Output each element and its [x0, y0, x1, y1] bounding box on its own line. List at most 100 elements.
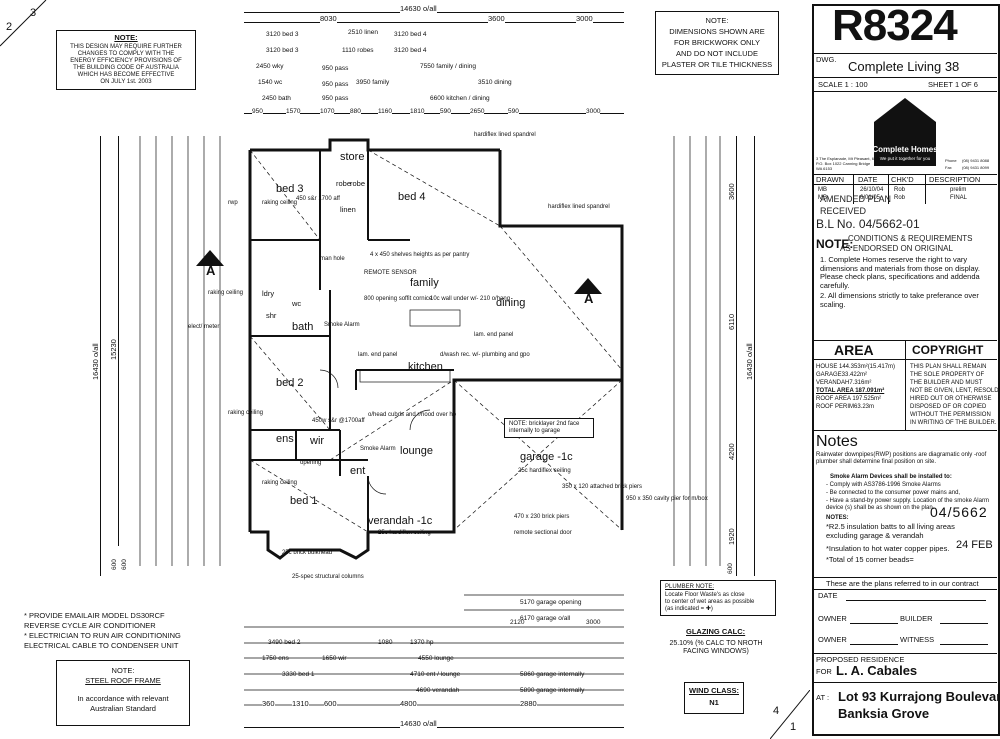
dim-bottom-row: 5170 garage opening: [520, 599, 582, 606]
copyright-line: NOT BE GIVEN, LENT, RESOLD: [910, 388, 999, 394]
dim-top-row: 3120 bed 3: [266, 31, 299, 38]
roof-frame-note: NOTE: STEEL ROOF FRAME In accordance wit…: [56, 660, 190, 726]
bottom-dim-lines: [244, 594, 624, 706]
plan-annotation: Smoke Alarm: [360, 446, 396, 452]
dwg-label: DWG.: [816, 55, 837, 64]
amended-stamp: RECEIVED: [820, 206, 867, 216]
dim-bottom-row: 2120: [510, 619, 525, 626]
plan-annotation: d/wash rec. w/- plumbing and gpo: [440, 352, 530, 358]
drawing-number: R8324: [832, 1, 958, 50]
rev-date: 6/01/05: [860, 195, 881, 201]
copyright-line: THE SOLE PROPERTY OF: [910, 372, 985, 378]
room-label: bed 1: [290, 495, 318, 507]
dim-bottom: 360: [262, 699, 275, 708]
dim-bottom-row: 1070: [320, 108, 335, 116]
rev-header: DATE: [858, 175, 878, 184]
note-item: 1. Complete Homes reserve the right to v…: [820, 255, 980, 290]
insulation-note: *R2.5 insulation batts to all living are…: [826, 522, 955, 540]
drawing-name: Complete Living 38: [848, 59, 960, 74]
dim-bottom-row: 4550 lounge: [418, 655, 454, 662]
witness-label: WITNESS: [900, 635, 935, 644]
plan-annotation: 25c hardiflex ceiling: [378, 530, 431, 536]
plan-annotation: 4 x 450 shelves heights as per pantry: [370, 252, 470, 258]
dim-bottom-row: 1370 hp: [410, 639, 434, 646]
rev-drawn: MB: [818, 195, 827, 201]
dim-top-row: 7550 family / dining: [420, 63, 477, 70]
plan-annotation: raking ceiling: [228, 410, 264, 416]
left-dim-lines: [139, 136, 221, 566]
date-label: DATE: [818, 591, 838, 600]
copyright-title: COPYRIGHT: [912, 343, 984, 357]
room-label: robe: [350, 179, 366, 188]
note-line: WHICH HAS BECOME EFFECTIVE: [77, 72, 175, 78]
room-label: garage -1c: [520, 451, 573, 463]
plan-annotation: raking ceiling: [262, 480, 298, 486]
plan-annotation: raking ceiling: [262, 200, 298, 206]
note-line: DIMENSIONS SHOWN ARE: [669, 27, 765, 36]
dim-bottom-row: 2650: [470, 108, 485, 116]
note-line: In accordance with relevant: [77, 694, 169, 703]
amended-stamp: AMENDED PLAN: [820, 194, 892, 204]
dim-bottom: 600: [324, 699, 337, 708]
plan-annotation: hardiflex lined spandrel: [548, 204, 610, 210]
plan-annotation: 25c hardiflex ceiling: [518, 468, 571, 474]
note-title: NOTE:: [114, 33, 138, 42]
company-address: WA 6153: [816, 166, 833, 171]
fax-label: Fax: [945, 165, 952, 170]
copyright-line: THIS PLAN SHALL REMAIN: [910, 364, 987, 370]
company-name: Complete Homes: [872, 145, 938, 154]
note-line: Australian Standard: [90, 704, 156, 713]
aircon-note: REVERSE CYCLE AIR CONDITIONER: [24, 621, 156, 630]
title-block: [812, 4, 1000, 736]
plan-annotation: 950 x 350 cavity pier for m/box: [626, 496, 708, 502]
dim-top: 3600: [488, 14, 505, 23]
company-address: P.O. Box 1022 Canning Bridge: [816, 161, 871, 166]
section-arrow-right: [574, 278, 602, 294]
company-address: 3 The Esplanade, Mt Pleasant, 6153: [816, 156, 881, 161]
dim-bottom-row: 3330 bed 1: [282, 671, 315, 678]
dim-top-row: 950 pass: [322, 95, 349, 102]
note-line: FOR BRICKWORK ONLY: [673, 38, 761, 47]
plan-annotation: 25-spec structural columns: [292, 574, 364, 580]
plan-annotation: lam. end panel: [474, 332, 514, 338]
fax: (08) 9431 8099: [962, 165, 990, 170]
dim-bottom-row: 5890 garage internally: [520, 687, 585, 694]
builder-label: BUILDER: [900, 614, 933, 623]
copyright-line: WITHOUT THE PERMISSION: [910, 412, 991, 418]
plan-annotation: 470 x 230 brick piers: [514, 514, 570, 520]
dim-bottom-row: 1160: [378, 108, 392, 116]
copyright-line: HIRED OUT OR OTHERWISE: [910, 396, 992, 402]
note-title: NOTE:: [111, 666, 135, 675]
dim-top-row: 1540 wc: [258, 79, 283, 86]
plan-annotation: 350 x 120 attached brick piers: [562, 484, 643, 490]
note-line: NOTE: bricklayer 2nd face internally to …: [509, 421, 580, 434]
note-line: THIS DESIGN MAY REQUIRE FURTHER: [70, 44, 182, 50]
note-line: PLASTER OR TILE THICKNESS: [661, 60, 773, 69]
room-label: dining: [496, 297, 526, 309]
dim-bottom-row: 880: [350, 108, 361, 116]
area-line: TOTAL AREA 187.091m²: [816, 388, 885, 394]
copyright-line: DISPOSED OF OR COPIED: [910, 404, 987, 410]
phone-label: Phone: [945, 158, 957, 163]
glazing-value: 25.10% (% CALC TO NROTH FACING WINDOWS): [669, 640, 763, 656]
dim-overall-top: 14630 o/all: [400, 4, 437, 13]
dim-bottom: 4800: [400, 699, 417, 708]
owner-name: L. A. Cabales: [836, 663, 918, 678]
sheet-corner-label: 1: [790, 721, 797, 733]
insulation-note: *Total of 15 corner beads=: [826, 555, 914, 564]
room-label: bath: [292, 321, 314, 333]
smoke-title: Smoke Alarm Devices shall be installed t…: [830, 474, 952, 480]
at-label: AT :: [816, 693, 830, 702]
handwritten-ref: 04/5662: [930, 504, 988, 520]
area-title: AREA: [834, 342, 874, 358]
rev-header: CHK'D: [891, 175, 914, 184]
plan-annotation: elect/ meter: [188, 324, 220, 330]
owner-label: OWNER: [818, 614, 847, 623]
dim-top-row: 950 pass: [322, 81, 349, 88]
plan-annotation: 25c brick bulkhead: [282, 550, 333, 556]
rev-chkd: Rob: [894, 187, 906, 193]
floor-plan-walls: [248, 138, 624, 560]
section-arrow-left: [196, 250, 224, 266]
dim-bottom-row: 590: [508, 108, 519, 116]
